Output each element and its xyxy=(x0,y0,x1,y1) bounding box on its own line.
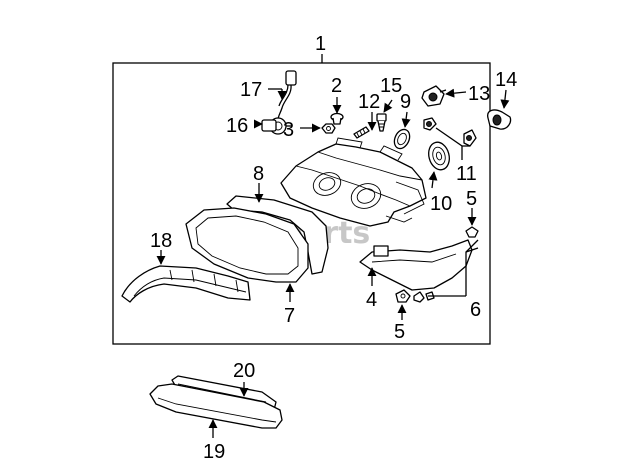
callout-13: 13 xyxy=(468,83,490,105)
part-fog-socket[interactable] xyxy=(421,85,447,107)
callout-17: 17 xyxy=(240,79,262,101)
part-reflector-cover[interactable] xyxy=(426,140,453,172)
callout-20: 20 xyxy=(233,360,255,382)
part-bumper-trim[interactable] xyxy=(149,383,283,429)
callout-19: 19 xyxy=(203,441,225,463)
part-headlamp-housing[interactable] xyxy=(280,137,427,227)
callout-1: 1 xyxy=(315,33,326,55)
callout-3: 3 xyxy=(283,119,294,141)
part-adjuster[interactable] xyxy=(376,113,387,132)
part-bracket[interactable] xyxy=(359,239,473,291)
callout-8: 8 xyxy=(253,163,264,185)
part-side-bulbs[interactable] xyxy=(423,117,477,147)
callout-10: 10 xyxy=(430,193,452,215)
assembly-frame xyxy=(112,62,491,345)
part-clip-lower[interactable] xyxy=(395,289,411,303)
callout-2: 2 xyxy=(331,75,342,97)
callout-7: 7 xyxy=(284,305,295,327)
callout-5-upper: 5 xyxy=(466,188,477,210)
part-lens-gasket[interactable] xyxy=(226,195,329,275)
leader-lines xyxy=(156,54,510,438)
callout-6: 6 xyxy=(470,299,481,321)
part-bolt[interactable] xyxy=(353,126,370,139)
part-bulb-cap[interactable] xyxy=(391,127,412,151)
callout-9: 9 xyxy=(400,91,411,113)
callout-4: 4 xyxy=(366,289,377,311)
callout-labels: 1 2 3 4 5 5 6 7 8 9 10 11 12 13 14 15 16… xyxy=(150,33,517,463)
part-lens[interactable] xyxy=(185,207,309,283)
part-trim-strip[interactable] xyxy=(121,265,251,303)
callout-16: 16 xyxy=(226,115,248,137)
callout-11: 11 xyxy=(456,163,477,185)
callout-12: 12 xyxy=(358,91,380,113)
part-bulb-socket[interactable] xyxy=(261,117,292,135)
callout-15: 15 xyxy=(380,75,402,97)
callout-18: 18 xyxy=(150,230,172,252)
part-bulb[interactable] xyxy=(487,109,512,130)
part-fasteners[interactable] xyxy=(413,291,435,303)
callout-5-lower: 5 xyxy=(394,321,405,343)
part-adjuster-screw[interactable] xyxy=(330,112,344,125)
callout-14: 14 xyxy=(495,69,517,91)
part-clip-upper[interactable] xyxy=(465,226,479,238)
part-nut[interactable] xyxy=(321,123,336,134)
part-harness[interactable] xyxy=(277,70,297,121)
